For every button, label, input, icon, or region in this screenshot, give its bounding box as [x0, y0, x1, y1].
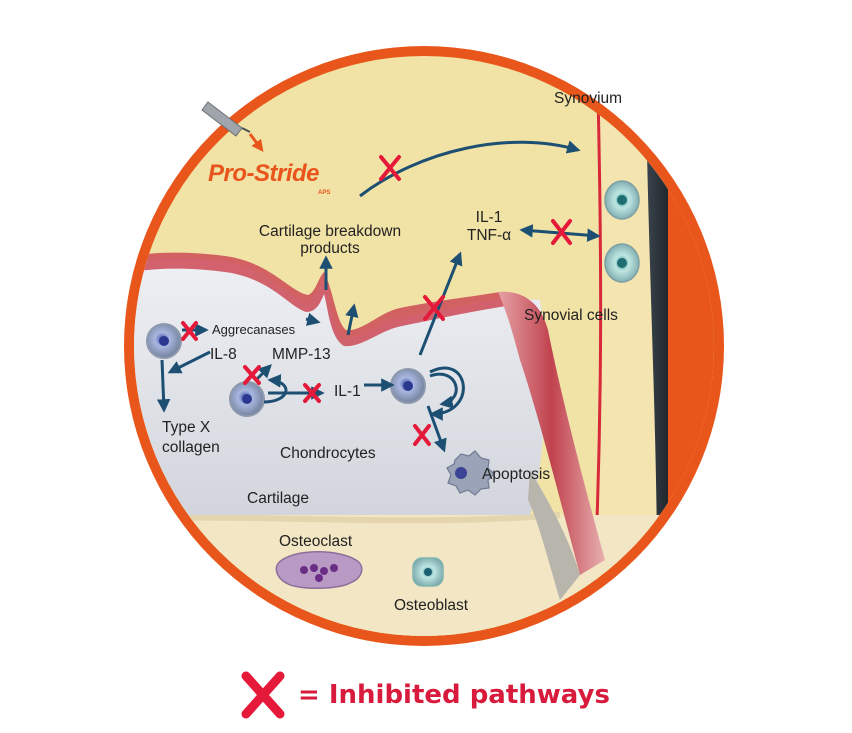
label-type-x: Type X [162, 419, 211, 436]
loop-chondrocyte-3-b [429, 366, 465, 421]
label-il8: IL-8 [210, 346, 237, 363]
label-breakdown-products: products [300, 240, 360, 257]
label-mmp13: MMP-13 [272, 346, 331, 363]
x-mark-il1-synovial [551, 219, 572, 245]
label-cartilage: Cartilage [247, 490, 310, 507]
syringe-tip [201, 101, 251, 137]
cartilage-surface-tissue [134, 252, 506, 347]
x-mark-mmp13 [243, 365, 261, 385]
loop-chondrocyte-2 [263, 374, 288, 404]
label-osteoblast: Osteoblast [394, 597, 469, 614]
label-synovial-cells: Synovial cells [524, 307, 618, 324]
label-il1-mid: IL-1 [334, 383, 361, 400]
x-mark-aggrecanases [181, 321, 198, 341]
x-mark-synovium-arrow [379, 155, 401, 181]
label-il1-top: IL-1 [475, 209, 503, 226]
arrow-to-synovium [359, 140, 581, 198]
x-mark-il1-mid [303, 383, 321, 403]
brand-logo-sub: APS [318, 190, 331, 196]
label-synovium: Synovium [554, 90, 623, 107]
legend-x-icon [241, 671, 285, 719]
label-aggrecanases: Aggrecanases [212, 322, 296, 337]
synovial-cell-1 [604, 180, 640, 220]
arrow-to-il1-tnf [418, 251, 463, 356]
arrow-mmp13-surface [345, 303, 359, 336]
chondrocyte-2 [229, 381, 265, 417]
label-chondrocytes: Chondrocytes [280, 445, 376, 462]
label-osteoclast: Osteoclast [279, 533, 353, 550]
legend: = Inhibited pathways [238, 670, 610, 720]
brand-logo: Pro-Stride [208, 160, 320, 187]
chondrocyte-3 [390, 368, 426, 404]
legend-text: = Inhibited pathways [298, 680, 610, 710]
label-apoptosis: Apoptosis [482, 466, 551, 483]
inhibition-marks [181, 155, 572, 446]
bone-wedge [528, 470, 580, 600]
arrow-type-x [156, 359, 171, 413]
tissue-fold [498, 291, 605, 575]
osteoblast-cell [412, 557, 444, 587]
arrow-il8-loop [167, 350, 211, 374]
osteoclast-cell [275, 551, 363, 590]
injection-arrow [248, 133, 264, 152]
label-cartilage-breakdown: Cartilage breakdown [258, 223, 402, 240]
label-collagen: collagen [162, 439, 220, 456]
synovial-cell-2 [604, 243, 640, 283]
x-mark-il1-tnf-path [423, 295, 445, 321]
loop-chondrocyte-3-a [429, 372, 458, 409]
x-mark-apoptosis [413, 424, 431, 446]
arrow-to-mmp13 [254, 364, 272, 382]
apoptotic-cell [446, 450, 495, 496]
label-tnf: TNF-α [466, 227, 512, 244]
arrow-aggrecanases-surface [305, 312, 321, 326]
chondrocyte-1 [146, 323, 182, 359]
